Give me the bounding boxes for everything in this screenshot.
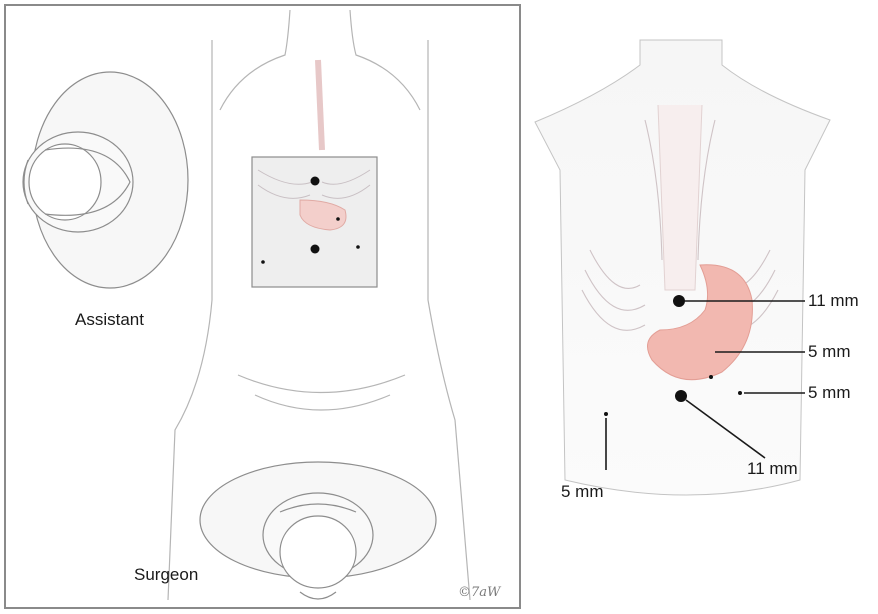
port-label-5mm-right: 5 mm: [808, 383, 851, 403]
port-label-11mm-lower: 11 mm: [747, 459, 798, 479]
port-label-11mm-upper: 11 mm: [808, 291, 859, 311]
port-11mm-upper-dot: [673, 295, 685, 307]
artist-signature: ©7aW: [458, 585, 500, 600]
surgical-field: [252, 157, 377, 287]
assistant-label: Assistant: [75, 310, 144, 330]
surgeon-figure: [200, 462, 436, 599]
port-5mm-right-dot: [738, 391, 742, 395]
port-dot: [261, 260, 265, 264]
port-5mm-stomach-dot: [709, 375, 713, 379]
port-5mm-left-dot: [604, 412, 608, 416]
port-dot: [356, 245, 360, 249]
port-11mm-lower-dot: [675, 390, 687, 402]
port-label-5mm-left: 5 mm: [561, 482, 604, 502]
surgeon-label: Surgeon: [134, 565, 198, 585]
port-dot: [311, 245, 320, 254]
torso-illustration: [535, 40, 830, 495]
assistant-figure: [23, 72, 188, 288]
port-label-5mm-stomach: 5 mm: [808, 342, 851, 362]
port-dot: [311, 177, 320, 186]
port-dot: [336, 217, 340, 221]
